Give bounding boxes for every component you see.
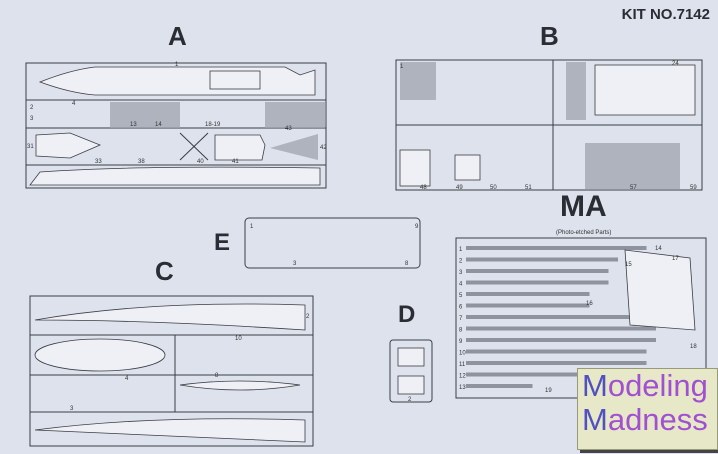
part-number: 1 (175, 62, 179, 68)
sprue-e: E 1 3 8 9 (214, 217, 421, 269)
etched-strip (466, 338, 656, 342)
sprue-b: B 1 24 48 49 50 51 57 59 (395, 21, 703, 191)
part-number: 18 (690, 344, 697, 350)
etched-strip (466, 326, 656, 331)
sprue-a-label: A (168, 21, 187, 51)
sprue-ma: MA (Photo-etched Parts) 1234567891011121… (455, 190, 707, 399)
part-number: 16 (586, 301, 593, 307)
part-number: 6 (459, 305, 463, 311)
part-number: 17 (672, 256, 679, 262)
part-number: 4 (459, 282, 463, 288)
part-number: 10 (459, 351, 466, 357)
part-number: 51 (525, 185, 532, 191)
sprue-a: A 1 2 3 4 13 14 18-19 31 33 38 40 41 42 … (25, 21, 327, 189)
part-number: 33 (95, 159, 102, 165)
etched-strip (466, 280, 609, 285)
part-number: 38 (138, 159, 145, 165)
part-number: 3 (293, 261, 297, 267)
etched-strip (466, 315, 656, 319)
sprue-d: D 2 (389, 301, 433, 403)
part-number: 4 (72, 101, 76, 107)
part-number: 13 (459, 385, 466, 391)
part-number: 2 (30, 105, 34, 111)
part-number: 41 (232, 159, 239, 165)
part-number: 42 (320, 145, 327, 151)
etched-strip (466, 384, 533, 388)
part-number: 2 (408, 397, 412, 403)
part-number: 8 (215, 373, 219, 379)
part-number: 2 (459, 259, 463, 265)
part-number: 24 (672, 61, 679, 67)
part-number: 48 (420, 185, 427, 191)
part-number: 8 (405, 261, 409, 267)
part-number: 18-19 (205, 122, 221, 128)
etched-strip (466, 361, 647, 365)
part-number: 40 (197, 159, 204, 165)
part-number: 9 (415, 224, 419, 230)
part-number: 7 (459, 316, 463, 322)
sprue-e-label: E (214, 229, 230, 256)
watermark-line1: Modeling (582, 368, 708, 403)
part-number: 5 (459, 293, 463, 299)
part-number: 8 (459, 328, 463, 334)
etched-strip (466, 269, 609, 273)
part-number: 2 (306, 314, 310, 320)
sprue-ma-subtitle: (Photo-etched Parts) (556, 230, 611, 236)
part-number: 31 (27, 144, 34, 150)
part-number: 4 (125, 376, 129, 382)
part-number: 43 (285, 126, 292, 132)
part-number: 49 (456, 185, 463, 191)
part-number: 14 (655, 246, 662, 252)
part-number: 59 (690, 185, 697, 191)
part-number: 10 (235, 336, 242, 342)
part-number: 1 (459, 247, 463, 253)
part-number: 9 (459, 339, 463, 345)
part-number: 11 (459, 362, 466, 368)
etched-strip (466, 257, 618, 262)
part-number: 3 (30, 116, 34, 122)
watermark-line2: Madness (582, 402, 708, 437)
etched-strip (466, 303, 590, 308)
part-number: 13 (130, 122, 137, 128)
part-number: 57 (630, 185, 637, 191)
part-number: 3 (459, 270, 463, 276)
sprue-b-label: B (540, 21, 559, 51)
kit-number: KIT NO.7142 (621, 6, 710, 23)
watermark-logo: Modeling Madness (577, 368, 718, 450)
part-number: 1 (250, 224, 254, 230)
part-number: 1 (400, 64, 404, 70)
etched-strip (466, 292, 590, 296)
etched-strip (466, 246, 647, 250)
part-number: 14 (155, 122, 162, 128)
sprue-d-label: D (398, 301, 415, 328)
sprue-c: C 2 3 4 8 10 (29, 256, 314, 447)
part-number: 3 (70, 406, 74, 412)
etched-strip (466, 372, 580, 377)
part-number: 19 (545, 388, 552, 394)
part-number: 12 (459, 374, 466, 380)
etched-strip (466, 349, 647, 354)
sprue-c-label: C (155, 256, 174, 286)
sprue-ma-label: MA (560, 190, 607, 223)
part-number: 15 (625, 262, 632, 268)
part-number: 50 (490, 185, 497, 191)
